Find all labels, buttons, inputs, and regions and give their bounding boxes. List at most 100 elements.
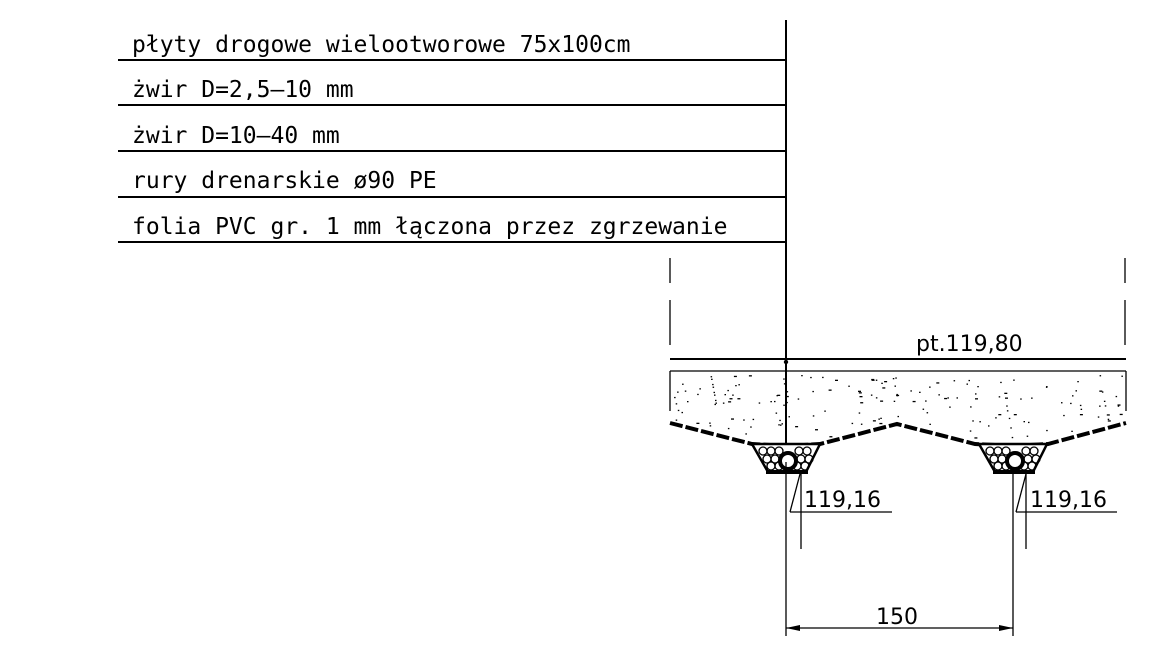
gravel-dot bbox=[968, 379, 970, 382]
gravel-dot bbox=[1099, 390, 1103, 392]
gravel-dot bbox=[972, 420, 974, 422]
gravel-dot bbox=[895, 377, 897, 379]
gravel-dot bbox=[1107, 418, 1110, 420]
gravel-dot bbox=[884, 381, 888, 383]
gravel-dot bbox=[998, 396, 1001, 398]
gravel-dot bbox=[858, 390, 861, 392]
gravel-dot bbox=[711, 378, 713, 380]
gravel-dot bbox=[947, 397, 949, 399]
gravel-dot bbox=[1008, 417, 1011, 420]
gravel-dot bbox=[880, 400, 884, 402]
gravel-dot bbox=[714, 403, 716, 406]
gravel-dot bbox=[783, 383, 786, 385]
gravel-dot bbox=[737, 398, 741, 400]
layer-legend: płyty drogowe wielootworowe 75x100cm żwi… bbox=[118, 32, 786, 243]
gravel-dot bbox=[1103, 400, 1106, 402]
gravel-dot bbox=[1045, 386, 1048, 388]
gravel-dot bbox=[1071, 430, 1073, 432]
gravel-dot bbox=[728, 401, 732, 403]
gravel-dot bbox=[733, 375, 737, 378]
gravel-dot bbox=[745, 433, 747, 435]
gravel-dot bbox=[777, 394, 781, 396]
gravel-dot bbox=[712, 383, 714, 386]
gravel-dot bbox=[770, 401, 772, 403]
gravel-dot bbox=[1101, 391, 1104, 393]
gravel-dot bbox=[1031, 397, 1033, 399]
gravel-dot bbox=[870, 394, 873, 396]
gravel-dot bbox=[1005, 397, 1008, 399]
gravel-dot bbox=[970, 406, 972, 408]
gravel-dot bbox=[677, 391, 679, 393]
gravel-dot bbox=[677, 409, 680, 412]
drain-pipe bbox=[778, 451, 798, 471]
gravel-dot bbox=[1006, 410, 1009, 412]
gravel-dot bbox=[1119, 413, 1123, 416]
gravel-dot bbox=[735, 385, 737, 387]
gravel-dot bbox=[894, 385, 896, 387]
gravel-dot bbox=[1061, 402, 1063, 404]
gravel-dot bbox=[929, 423, 931, 425]
gravel-dot bbox=[949, 406, 951, 408]
gravel-dot bbox=[697, 393, 699, 396]
gravel-dot bbox=[682, 383, 684, 385]
gravel-dot bbox=[710, 376, 713, 378]
gravel-dot bbox=[722, 402, 725, 404]
gravel-dot bbox=[785, 391, 789, 393]
gravel-dot bbox=[995, 417, 997, 419]
gravel-dot bbox=[829, 436, 833, 438]
gravel-dot bbox=[795, 426, 799, 428]
gravel-dot bbox=[910, 390, 912, 392]
gravel-dot bbox=[1006, 405, 1008, 407]
drain-level-label: 119,16 bbox=[1030, 488, 1107, 513]
gravel-dot bbox=[1070, 402, 1072, 405]
gravel-dot bbox=[729, 398, 733, 400]
gravel-dot bbox=[974, 437, 978, 439]
gravel-dot bbox=[975, 393, 977, 395]
gravel-dot bbox=[731, 418, 734, 420]
drain-level-label: 119,16 bbox=[804, 488, 881, 513]
gravel-dot bbox=[1026, 435, 1029, 437]
spacing-dimension: 150 bbox=[785, 462, 1014, 636]
gravel-dot bbox=[810, 376, 812, 379]
gravel-dot bbox=[684, 390, 687, 392]
gravel-dot bbox=[785, 395, 789, 398]
gravel-dot bbox=[681, 411, 683, 414]
gravel-dot bbox=[748, 375, 752, 377]
gravel-dot bbox=[975, 398, 978, 400]
gravel-dot bbox=[1115, 395, 1118, 398]
gravel-dot bbox=[815, 429, 818, 431]
gravel-dot bbox=[919, 391, 921, 393]
gravel-dot bbox=[1099, 375, 1102, 377]
gravel-dot bbox=[1023, 421, 1025, 423]
gravel-dot bbox=[1013, 379, 1015, 381]
gravel-dot bbox=[752, 418, 755, 421]
layer-label: rury drenarskie ø90 PE bbox=[132, 168, 437, 194]
gravel-dot bbox=[801, 375, 803, 377]
gravel-dot bbox=[1097, 416, 1100, 418]
gravel-dot bbox=[687, 401, 689, 403]
drain-level-marker: 119,16 bbox=[789, 473, 892, 549]
drain-trench bbox=[976, 442, 1050, 474]
drain-trench bbox=[749, 442, 823, 474]
gravel-dot bbox=[859, 396, 863, 398]
gravel-dot bbox=[926, 412, 929, 414]
gravel-dot bbox=[977, 386, 979, 388]
coarse-gravel bbox=[758, 446, 814, 471]
gravel-dot bbox=[713, 391, 715, 394]
gravel-dot bbox=[674, 396, 676, 399]
gravel-dot bbox=[896, 395, 899, 397]
gravel-dot bbox=[727, 427, 730, 430]
layer-label: płyty drogowe wielootworowe 75x100cm bbox=[132, 32, 631, 58]
gravel-dot bbox=[956, 397, 958, 399]
gravel-dot bbox=[1077, 381, 1079, 383]
section-limit-marks bbox=[669, 258, 1126, 345]
gravel-dot bbox=[1004, 392, 1008, 394]
layer-label: żwir D=10–40 mm bbox=[132, 123, 340, 149]
gravel-dot bbox=[788, 416, 790, 418]
layer-label: folia PVC gr. 1 mm łączona przez zgrzewa… bbox=[132, 214, 727, 240]
gravel-dot bbox=[860, 402, 864, 404]
gravel-dot bbox=[715, 399, 717, 402]
surface-level-label: pt.119,80 bbox=[916, 332, 1023, 357]
gravel-dot bbox=[858, 392, 862, 394]
gravel-dot bbox=[732, 394, 734, 396]
